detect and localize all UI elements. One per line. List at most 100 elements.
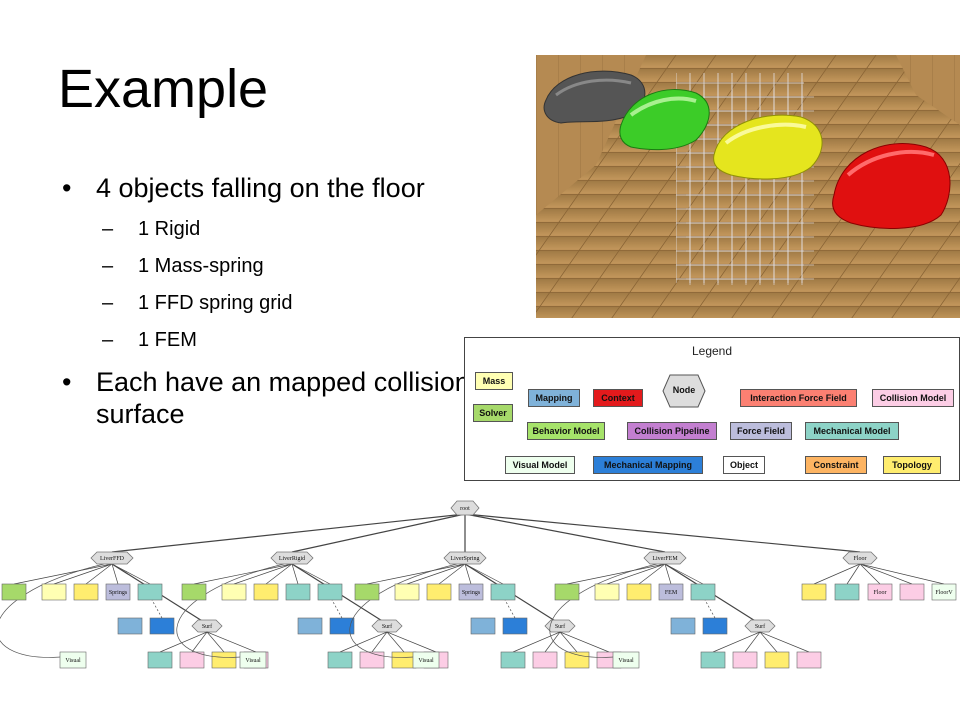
edge-3-surf-1	[744, 631, 761, 653]
graph-3-surf-child-3	[796, 651, 822, 669]
edge-floor-3	[859, 563, 913, 585]
edge-3-surf-0	[712, 631, 761, 653]
graph-2-mapping	[470, 617, 496, 635]
edge-1-0	[193, 563, 293, 585]
graph-3-mapping	[670, 617, 696, 635]
graph-3-component-0	[554, 583, 580, 601]
graph-floor-component-4	[931, 583, 957, 601]
graph-0-visual-box	[59, 651, 87, 669]
edge-1-surf-1	[371, 631, 388, 653]
graph-1-surf-child-1	[359, 651, 385, 669]
edge-3-mapping-dash	[704, 599, 716, 619]
graph-2-visual-label: Visual	[418, 658, 434, 664]
edge-1-3	[291, 563, 299, 585]
legend-node-label: Node	[672, 385, 696, 395]
graph-2-component-3-label: Springs	[462, 590, 481, 596]
graph-group-surf-1	[371, 619, 403, 633]
graph-group-node-2-label: LiverSpring	[451, 556, 480, 562]
simulation-render-image	[536, 55, 960, 318]
edge-2-surf-0	[512, 631, 561, 653]
graph-group-node-0	[90, 551, 134, 565]
legend-collision-pipeline: Collision Pipeline	[627, 422, 717, 440]
bullet-objects-falling: 4 objects falling on the floor	[62, 172, 532, 204]
bullet-collision-surface: Each have an mapped collision surface	[62, 366, 532, 430]
graph-group-surf-1-label: Surf	[382, 623, 392, 630]
bullet-list: 4 objects falling on the floor 1 Rigid 1…	[62, 172, 532, 430]
graph-2-component-2	[426, 583, 452, 601]
graph-group-node-3-label: LiverFEM	[652, 556, 678, 562]
graph-group-node-3	[643, 551, 687, 565]
curve-3-visual	[549, 563, 658, 658]
graph-2-component-4	[490, 583, 516, 601]
edge-root-group-1	[291, 513, 466, 553]
graph-0-visual-label: Visual	[65, 658, 81, 664]
graph-floor-component-3	[899, 583, 925, 601]
graph-3-component-3-label: FEM	[665, 590, 678, 596]
edge-2-1	[406, 563, 466, 585]
graph-group-surf-2	[544, 619, 576, 633]
graph-1-surf-child-0	[327, 651, 353, 669]
edge-root-group-0	[111, 513, 466, 553]
graph-floor-component-1	[834, 583, 860, 601]
edge-0-0	[13, 563, 113, 585]
edge-3-3	[664, 563, 672, 585]
sub-bullet-ffd-grid: 1 FFD spring grid	[62, 291, 532, 315]
edge-3-surf-3	[759, 631, 810, 653]
graph-1-visual-label: Visual	[245, 658, 261, 664]
edge-3-surf-2	[759, 631, 778, 653]
legend-solver: Solver	[473, 404, 513, 422]
edge-floor-4	[859, 563, 945, 585]
graph-group-surf-0	[191, 619, 223, 633]
legend-visual-model: Visual Model	[505, 456, 575, 474]
graph-2-visual-box	[412, 651, 440, 669]
graph-3-component-4	[690, 583, 716, 601]
graph-2-component-1	[394, 583, 420, 601]
legend-context: Context	[593, 389, 643, 407]
sub-bullet-mass-spring: 1 Mass-spring	[62, 254, 532, 278]
graph-0-surf-child-0	[147, 651, 173, 669]
graph-group-node-0-label: LiverFFD	[100, 556, 125, 562]
edge-0-surf-2	[206, 631, 225, 653]
edge-1-2	[265, 563, 293, 585]
legend-object: Object	[723, 456, 765, 474]
legend-interaction-force-field: Interaction Force Field	[740, 389, 857, 407]
legend-force-field: Force Field	[730, 422, 792, 440]
graph-0-surf-child-1	[179, 651, 205, 669]
edge-1-surf-3	[386, 631, 437, 653]
graph-2-surf-child-0	[500, 651, 526, 669]
slide-title: Example	[58, 59, 269, 119]
graph-group-node-1	[270, 551, 314, 565]
curve-1-visual	[176, 563, 285, 658]
graph-0-mech-mapping	[149, 617, 175, 635]
edge-root-floor	[464, 513, 861, 553]
graph-3-visual-label: Visual	[618, 658, 634, 664]
graph-1-visual-box	[239, 651, 267, 669]
graph-0-component-3-label: Springs	[109, 590, 128, 596]
edge-0-2	[85, 563, 113, 585]
legend-collision-model: Collision Model	[872, 389, 954, 407]
legend-mechanical-model: Mechanical Model	[805, 422, 899, 440]
edge-3-1	[606, 563, 666, 585]
edge-2-3	[464, 563, 472, 585]
edge-2-2	[438, 563, 466, 585]
graph-1-component-3	[285, 583, 311, 601]
edge-0-surf-1	[191, 631, 208, 653]
edge-0-mapping-dash	[151, 599, 163, 619]
graph-2-component-3	[458, 583, 484, 601]
legend-title: Legend	[691, 344, 733, 358]
edge-1-mapping-dash	[331, 599, 343, 619]
graph-floor-component-2	[867, 583, 893, 601]
graph-2-surf-child-1	[532, 651, 558, 669]
edge-2-surf-2	[559, 631, 578, 653]
edge-2-surf-3	[559, 631, 610, 653]
graph-1-surf-child-2	[391, 651, 417, 669]
graph-0-component-0	[1, 583, 27, 601]
graph-0-component-2	[73, 583, 99, 601]
graph-3-surf-child-0	[700, 651, 726, 669]
edge-0-surf-3	[206, 631, 257, 653]
graph-1-component-0	[181, 583, 207, 601]
sub-bullet-rigid: 1 Rigid	[62, 217, 532, 241]
graph-2-surf-child-2	[564, 651, 590, 669]
edge-1-surf-2	[386, 631, 405, 653]
edge-floor-0	[813, 563, 861, 585]
